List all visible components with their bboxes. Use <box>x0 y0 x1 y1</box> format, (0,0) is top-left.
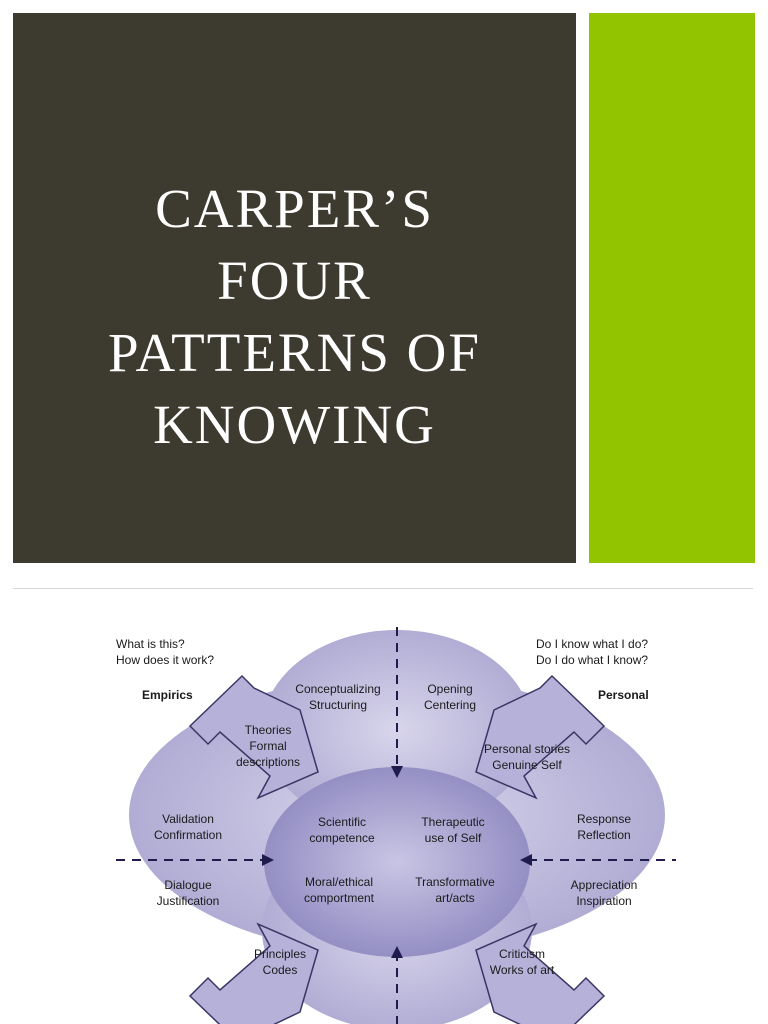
personal-arrow <box>475 674 606 800</box>
ethics-side-2: Justification <box>157 894 220 908</box>
empirics-outer-1: Conceptualizing <box>295 682 380 696</box>
empirics-arrow-2: Formal <box>249 739 286 753</box>
aesthetics-core-2: art/acts <box>435 891 474 905</box>
diagram-svg: What is this? How does it work? Empirics… <box>116 627 676 1024</box>
empirics-side-2: Confirmation <box>154 828 222 842</box>
accent-panel <box>589 13 755 563</box>
ethics-core-2: comportment <box>304 891 375 905</box>
title-line-4: KNOWING <box>153 394 436 455</box>
empirics-arrow-1: Theories <box>245 723 292 737</box>
aesthetics-arrow-2: Works of art <box>490 963 555 977</box>
personal-side-2: Reflection <box>577 828 630 842</box>
personal-core-2: use of Self <box>425 831 482 845</box>
personal-question-1: Do I know what I do? <box>536 637 648 651</box>
title-line-1: CARPER’S <box>155 178 434 239</box>
aesthetics-side-1: Appreciation <box>571 878 638 892</box>
empirics-core-2: competence <box>309 831 375 845</box>
personal-label: Personal <box>598 688 649 702</box>
patterns-of-knowing-diagram: What is this? How does it work? Empirics… <box>0 600 768 1024</box>
empirics-side-1: Validation <box>162 812 214 826</box>
aesthetics-arrow <box>475 922 606 1024</box>
aesthetics-arrow-1: Criticism <box>499 947 545 961</box>
ethics-arrow-1: Principles <box>254 947 306 961</box>
personal-arrow-2: Genuine Self <box>492 758 562 772</box>
inner-core-ellipse <box>264 767 530 957</box>
aesthetics-side-2: Inspiration <box>576 894 631 908</box>
personal-core-1: Therapeutic <box>421 815 484 829</box>
axis-arrowheads <box>262 766 532 958</box>
slide-title: CARPER’S FOUR PATTERNS OF KNOWING <box>13 173 576 461</box>
ethics-core-1: Moral/ethical <box>305 875 373 889</box>
empirics-outer-2: Structuring <box>309 698 367 712</box>
axis-lines <box>116 627 676 1024</box>
slide-divider <box>13 588 753 589</box>
personal-question-2: Do I do what I know? <box>536 653 648 667</box>
ethics-side-1: Dialogue <box>164 878 212 892</box>
empirics-question-2: How does it work? <box>116 653 214 667</box>
empirics-question-1: What is this? <box>116 637 185 651</box>
personal-arrow-1: Personal stories <box>484 742 570 756</box>
title-line-2: FOUR <box>217 250 372 311</box>
aesthetics-core-1: Transformative <box>415 875 495 889</box>
ethics-arrow-2: Codes <box>263 963 298 977</box>
empirics-core-1: Scientific <box>318 815 366 829</box>
empirics-arrow <box>188 674 319 800</box>
title-panel: CARPER’S FOUR PATTERNS OF KNOWING <box>13 13 576 563</box>
title-line-3: PATTERNS OF <box>107 322 481 383</box>
empirics-label: Empirics <box>142 688 193 702</box>
ethics-arrow <box>188 922 319 1024</box>
personal-side-1: Response <box>577 812 631 826</box>
personal-outer-2: Centering <box>424 698 476 712</box>
empirics-arrow-3: descriptions <box>236 755 300 769</box>
personal-outer-1: Opening <box>427 682 472 696</box>
